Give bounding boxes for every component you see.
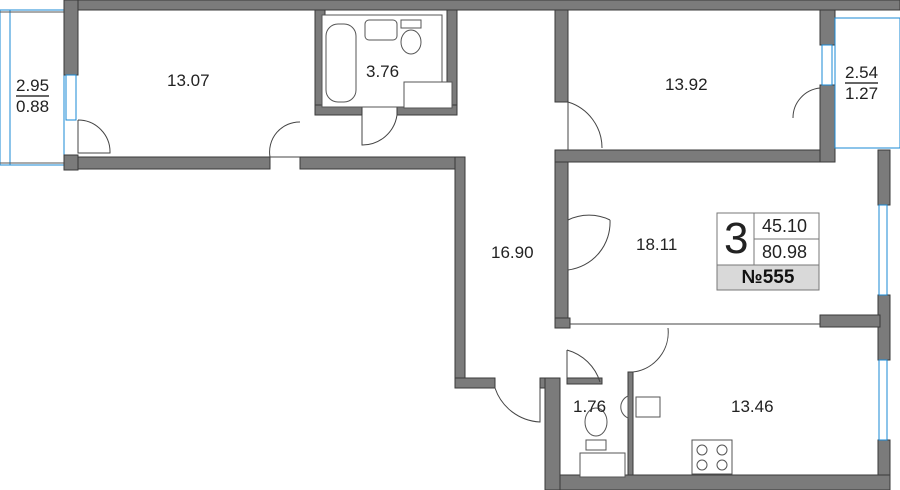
window [878,204,888,296]
wc-sink-icon [620,395,629,419]
room-area-middle: 18.11 [636,235,678,254]
window [65,74,77,121]
balcony-right-area: 2.54 1.27 [845,63,879,103]
rooms-count: 3 [724,214,749,263]
room-area-wc: 1.76 [573,397,607,416]
room-area-top-right: 13.92 [665,75,708,94]
walls [63,0,900,490]
sink-icon [364,19,398,41]
window [878,359,888,441]
room-area-left: 13.07 [167,71,210,90]
boiler-icon [579,452,626,478]
toilet-icon [584,407,608,437]
doors [77,87,821,423]
balcony-left [0,9,65,166]
bathtub-icon [325,23,357,103]
balcony-left-area: 2.95 0.88 [16,76,50,116]
washing-machine-icon [403,81,453,109]
room-area-hall: 16.90 [491,243,534,262]
bathroom-fixtures [321,14,453,109]
living-area: 45.10 [762,216,808,236]
total-area: 80.98 [762,242,808,262]
apartment-info [716,212,820,291]
apartment-number: №555 [741,267,795,288]
kitchen-sink-icon [635,396,661,418]
room-area-kitchen: 13.46 [731,397,774,416]
room-area-bathroom: 3.76 [366,62,400,81]
kitchen-fixtures [579,395,733,478]
toilet-icon [400,29,422,55]
window [821,44,833,86]
